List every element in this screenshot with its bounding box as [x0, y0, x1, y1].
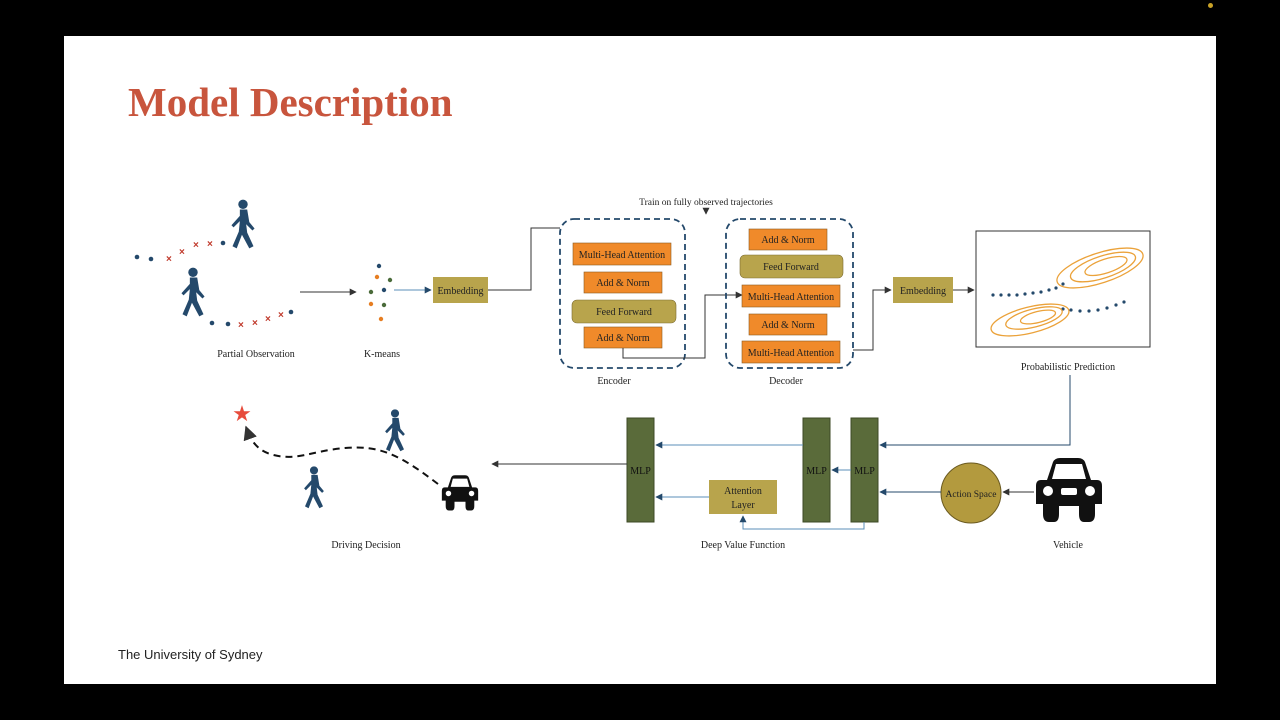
probabilistic-prediction-panel [975, 230, 1151, 348]
deep-value-function-label: Deep Value Function [701, 540, 785, 551]
decoder-block-addnorm-1 [748, 228, 828, 251]
attention-layer-box [709, 480, 777, 514]
svg-text:×: × [166, 254, 172, 265]
svg-text:×: × [193, 240, 199, 251]
connector-decoder-to-embedding [853, 286, 892, 351]
decoder-block-mha-2-label: Multi-Head Attention [748, 348, 834, 359]
svg-text:×: × [179, 247, 185, 258]
recording-indicator [1208, 3, 1213, 8]
mlp-right [850, 417, 879, 523]
action-space-circle [940, 462, 1002, 524]
embedding-left-box [433, 277, 488, 303]
pedestrian-icon [385, 409, 405, 452]
mlp-right-label: MLP [854, 466, 875, 477]
kmeans-cluster [368, 263, 393, 322]
encoder-label: Encoder [597, 376, 631, 387]
car-icon [441, 475, 479, 511]
pedestrian-icon [181, 267, 205, 317]
vehicle-icon [1036, 458, 1102, 522]
action-space-label: Action Space [946, 490, 997, 500]
svg-text:×: × [278, 310, 284, 321]
mlp-left-label: MLP [630, 466, 651, 477]
decoder-block-mha-1-label: Multi-Head Attention [748, 292, 834, 303]
encoder-block-addnorm-2-label: Add & Norm [596, 333, 650, 344]
decoder-block-addnorm-2-label: Add & Norm [761, 320, 815, 331]
decoder-label: Decoder [769, 376, 804, 387]
train-note: Train on fully observed trajectories [639, 197, 773, 208]
encoder-frame [559, 218, 686, 369]
connector-to-encoder [488, 227, 560, 291]
connector-prediction-to-mlp [879, 375, 1071, 449]
embedding-right-label: Embedding [900, 286, 946, 297]
mlp-middle [802, 417, 831, 523]
partial-observation-label: Partial Observation [217, 349, 294, 360]
svg-text:×: × [265, 314, 271, 325]
svg-text:×: × [252, 318, 258, 329]
encoder-block-addnorm-1 [583, 271, 663, 294]
decoder-block-mha-2 [741, 340, 841, 364]
embedding-left-label: Embedding [437, 286, 483, 297]
mlp-middle-label: MLP [806, 466, 827, 477]
kmeans-label: K-means [364, 349, 400, 360]
svg-text:×: × [207, 239, 213, 250]
mlp-left [626, 417, 655, 523]
encoder-block-ff [571, 299, 677, 324]
decoder-block-ff [739, 254, 844, 279]
attention-layer-label-2: Layer [731, 500, 755, 511]
probabilistic-prediction-label: Probabilistic Prediction [1021, 362, 1115, 373]
footer-university: The University of Sydney [118, 647, 263, 662]
decoder-block-addnorm-1-label: Add & Norm [761, 235, 815, 246]
connector-encoder-to-decoder [622, 291, 743, 359]
encoder-block-mha-label: Multi-Head Attention [579, 250, 665, 261]
partial-observation-trajectories: × × × × × × × × [134, 239, 294, 331]
slide-background [64, 36, 1216, 684]
attention-layer-label-1: Attention [724, 486, 762, 497]
decoder-block-ff-label: Feed Forward [763, 262, 819, 273]
embedding-right-box [893, 277, 953, 303]
driving-decision-label: Driving Decision [331, 540, 400, 551]
vehicle-label: Vehicle [1053, 540, 1084, 551]
svg-text:×: × [238, 320, 244, 331]
decoder-frame [725, 218, 854, 369]
pedestrian-icon [231, 199, 255, 249]
encoder-block-mha [572, 242, 672, 266]
decoder-block-addnorm-2 [748, 313, 828, 336]
decoder-block-mha-1 [741, 284, 841, 308]
connector-mlpright-to-attention [739, 515, 865, 530]
encoder-block-ff-label: Feed Forward [596, 307, 652, 318]
encoder-block-addnorm-1-label: Add & Norm [596, 278, 650, 289]
goal-star-icon: ★ [232, 402, 252, 427]
slide-title: Model Description [128, 79, 453, 125]
driving-decision-scene [243, 425, 439, 485]
pedestrian-icon [304, 466, 324, 509]
